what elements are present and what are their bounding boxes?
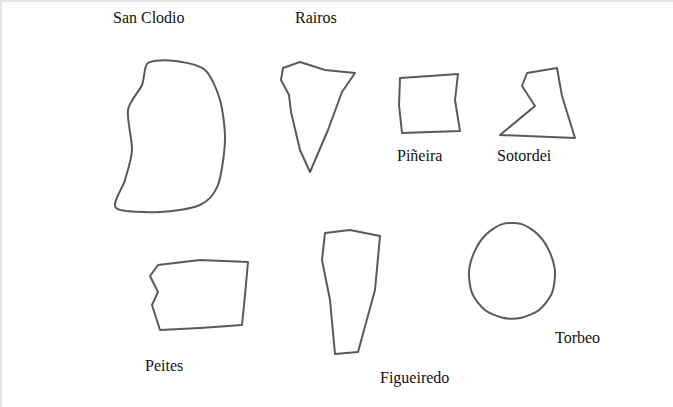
place-name: Figueiredo [380, 368, 449, 387]
place-name: San Clodio [113, 8, 185, 27]
parish-shape [469, 223, 555, 318]
parish-outline: San Clodio [105, 8, 235, 220]
place-name: Rairos [295, 8, 337, 27]
parish-outline: Sotordei [490, 62, 584, 168]
parish-shape [115, 60, 225, 212]
parish-outline: Piñeira [390, 66, 474, 168]
outline-svg [270, 8, 365, 180]
outline-svg [105, 8, 235, 220]
parish-outline: Peites [138, 250, 256, 385]
parish-shape [150, 260, 248, 330]
place-name: Torbeo [555, 328, 600, 347]
parish-outline: Torbeo [462, 222, 624, 354]
parish-shape [322, 230, 380, 354]
frame-edge [0, 0, 673, 2]
parish-shape [399, 74, 460, 133]
place-name: Sotordei [497, 146, 551, 165]
parish-outline: Figueiredo [310, 224, 482, 392]
place-name: Peites [145, 356, 183, 375]
parish-outline: Rairos [270, 8, 365, 180]
frame-edge [0, 0, 2, 407]
place-name: Piñeira [397, 146, 442, 165]
outline-svg [310, 224, 482, 392]
parish-shape [500, 68, 575, 138]
parish-shape [281, 62, 355, 172]
